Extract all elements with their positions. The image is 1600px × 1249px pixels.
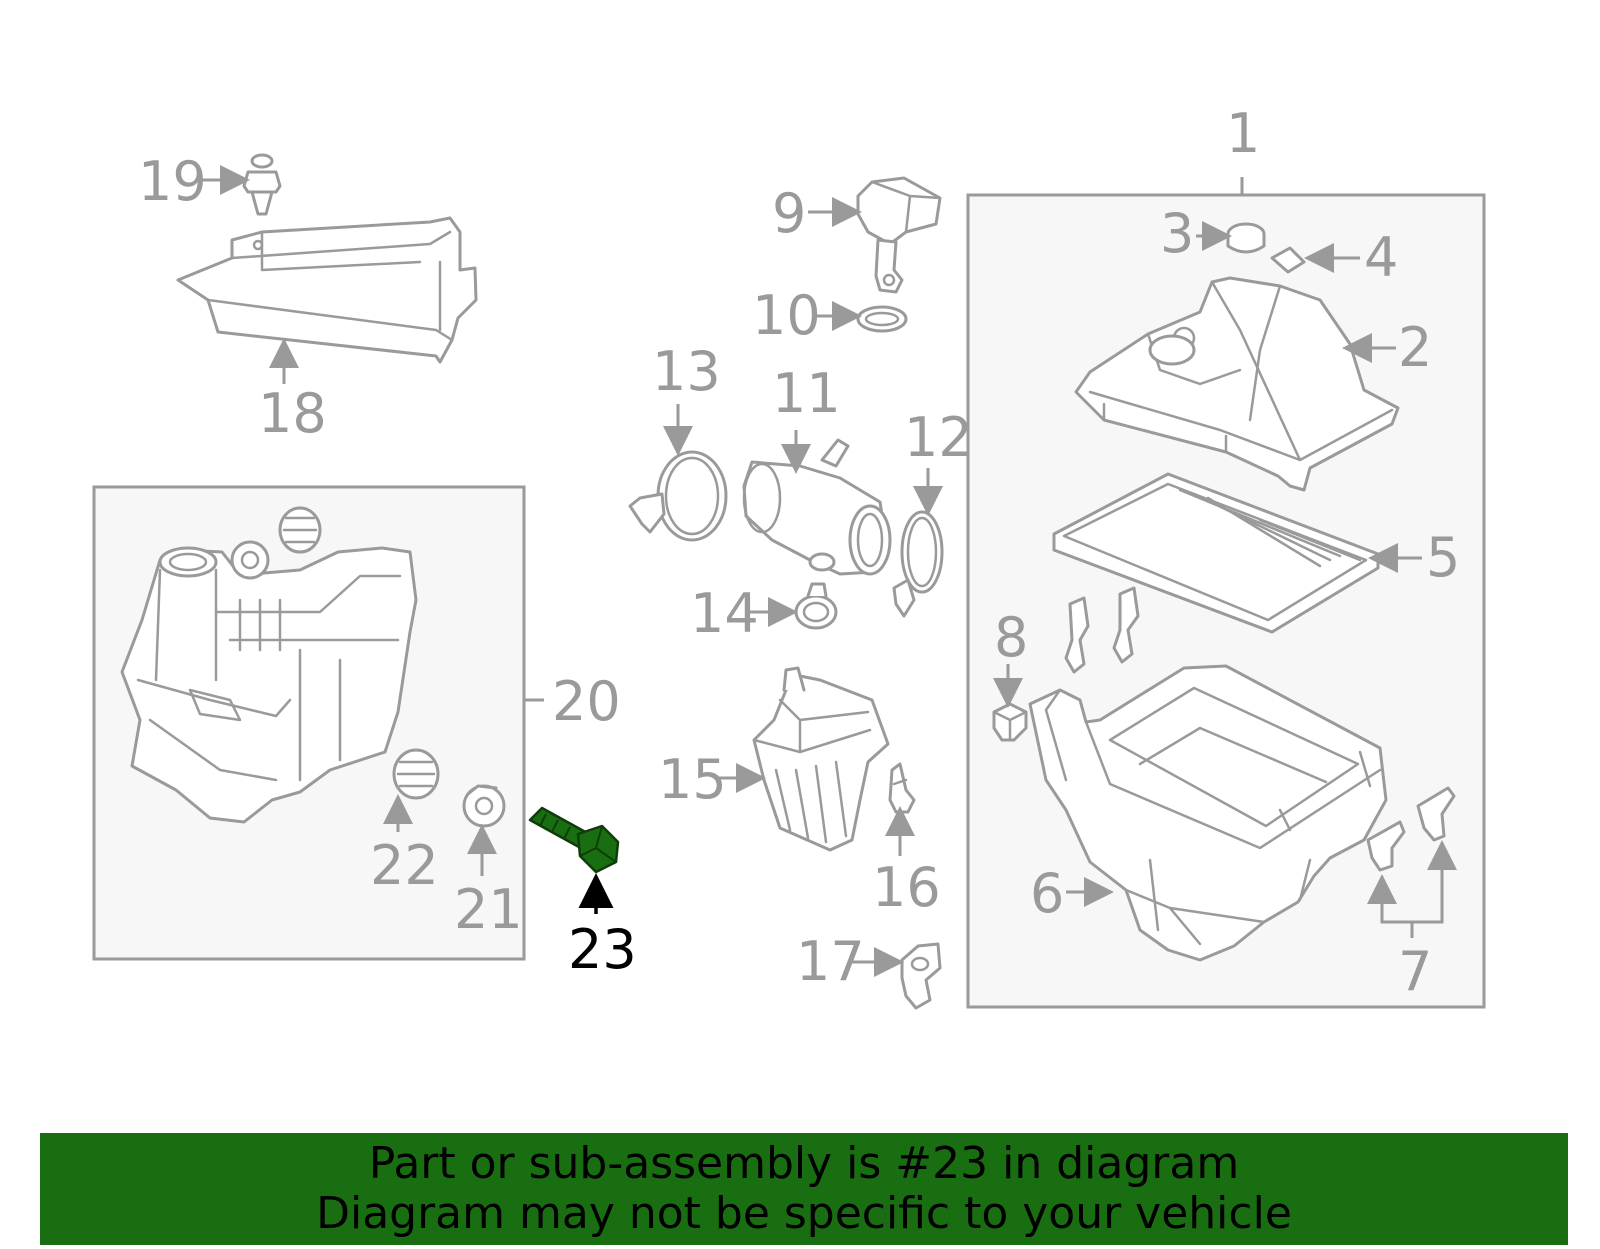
- part-5-filter-element[interactable]: [1052, 472, 1380, 634]
- part-17-bracket[interactable]: [900, 942, 942, 1010]
- leader-lines: [200, 165, 1457, 977]
- callout-11: 11: [772, 362, 841, 425]
- part-8-grommet[interactable]: [992, 702, 1028, 742]
- part-18-bracket[interactable]: [176, 216, 478, 364]
- callout-21: 21: [454, 878, 523, 941]
- part-3-grommet[interactable]: [1226, 222, 1266, 254]
- callout-1: 1: [1226, 102, 1260, 165]
- part-22-grommet[interactable]: [392, 748, 440, 800]
- callout-15: 15: [658, 748, 727, 811]
- callout-18: 18: [258, 382, 327, 445]
- part-20-grommet-a[interactable]: [230, 540, 270, 580]
- part-14-hose-clamp[interactable]: [794, 582, 838, 630]
- callout-22: 22: [370, 834, 439, 897]
- callout-14: 14: [690, 582, 759, 645]
- callout-3: 3: [1160, 202, 1194, 265]
- banner-line-1: Part or sub-assembly is #23 in diagram: [368, 1138, 1240, 1189]
- part-7-clips[interactable]: [1064, 586, 1456, 872]
- part-10-o-ring[interactable]: [856, 305, 908, 333]
- part-20-grommet-b[interactable]: [278, 506, 322, 554]
- part-19-push-clip[interactable]: [242, 153, 282, 216]
- callout-23: 23: [568, 918, 637, 981]
- callout-20: 20: [552, 670, 621, 733]
- banner-line-2: Diagram may not be specific to your vehi…: [316, 1188, 1292, 1239]
- info-banner: Part or sub-assembly is #23 in diagram D…: [40, 1133, 1568, 1245]
- callout-8: 8: [994, 606, 1028, 669]
- callout-19: 19: [138, 150, 207, 213]
- part-13-clamp[interactable]: [628, 450, 728, 542]
- callout-10: 10: [752, 284, 821, 347]
- callout-5: 5: [1426, 526, 1460, 589]
- callout-12: 12: [904, 406, 973, 469]
- callout-16: 16: [872, 856, 941, 919]
- callout-17: 17: [796, 930, 865, 993]
- part-9-sensor[interactable]: [856, 176, 942, 294]
- part-21-grommet[interactable]: [462, 784, 506, 828]
- part-12-clamp[interactable]: [892, 510, 944, 618]
- callout-6: 6: [1030, 862, 1064, 925]
- callout-2: 2: [1398, 316, 1432, 379]
- callout-13: 13: [652, 340, 721, 403]
- part-2-air-cleaner-cover[interactable]: [1074, 276, 1400, 492]
- part-16-clip[interactable]: [888, 762, 916, 814]
- callout-4: 4: [1364, 226, 1398, 289]
- part-11-intake-hose[interactable]: [742, 438, 892, 576]
- callout-7: 7: [1398, 940, 1432, 1003]
- callout-9: 9: [772, 182, 806, 245]
- part-6-air-cleaner-case[interactable]: [1028, 664, 1388, 962]
- part-23-bolt[interactable]: [528, 806, 620, 874]
- part-15-resonator-box[interactable]: [752, 666, 890, 852]
